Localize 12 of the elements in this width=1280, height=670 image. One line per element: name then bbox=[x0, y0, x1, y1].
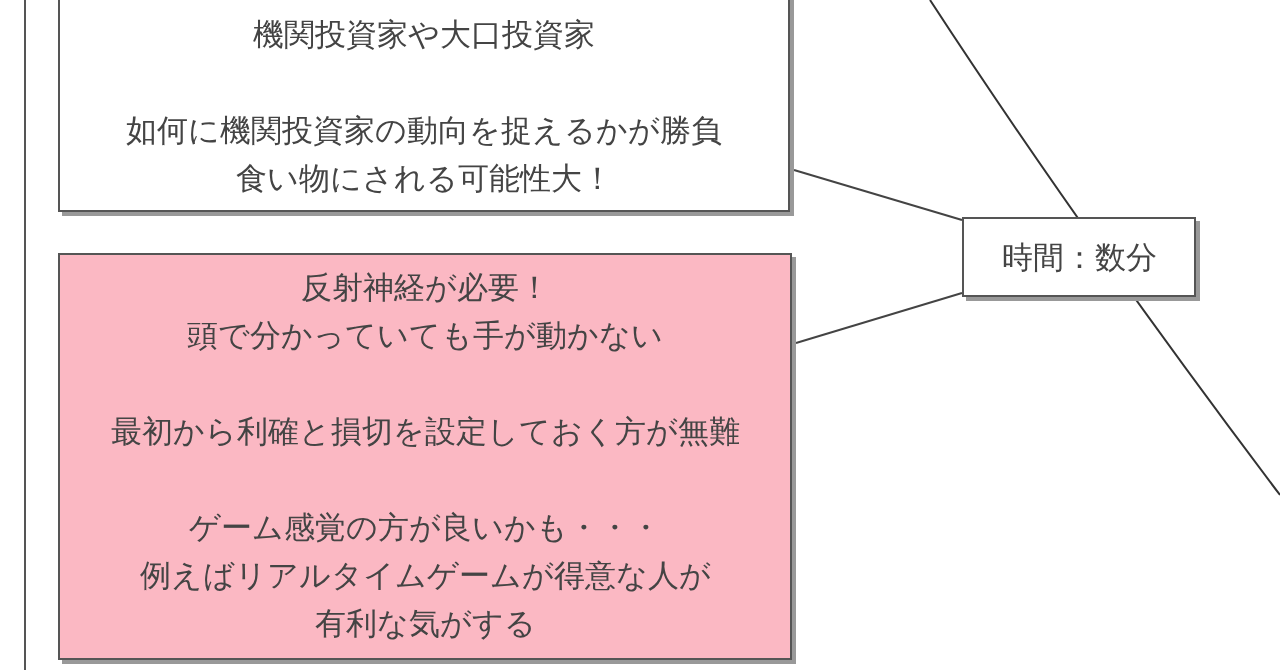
text-line: 有利な気がする bbox=[314, 604, 536, 643]
text-line: 例えばリアルタイムゲームが得意な人が bbox=[139, 556, 711, 595]
text-line: ゲーム感覚の方が良いかも・・・ bbox=[189, 508, 661, 547]
text-line: 頭で分かっていても手が動かない bbox=[187, 316, 663, 355]
text-line: 機関投資家や大口投資家 bbox=[253, 15, 595, 54]
text-line: 時間：数分 bbox=[1001, 238, 1157, 277]
text-line: 食い物にされる可能性大！ bbox=[235, 159, 613, 198]
connector-line bbox=[795, 292, 963, 344]
connector-line bbox=[793, 169, 963, 221]
text-line: 如何に機関投資家の動向を捉えるかが勝負 bbox=[126, 111, 722, 150]
text-line: 最初から利確と損切を設定しておく方が無難 bbox=[110, 412, 740, 451]
text-line: 反射神経が必要！ bbox=[300, 268, 550, 307]
